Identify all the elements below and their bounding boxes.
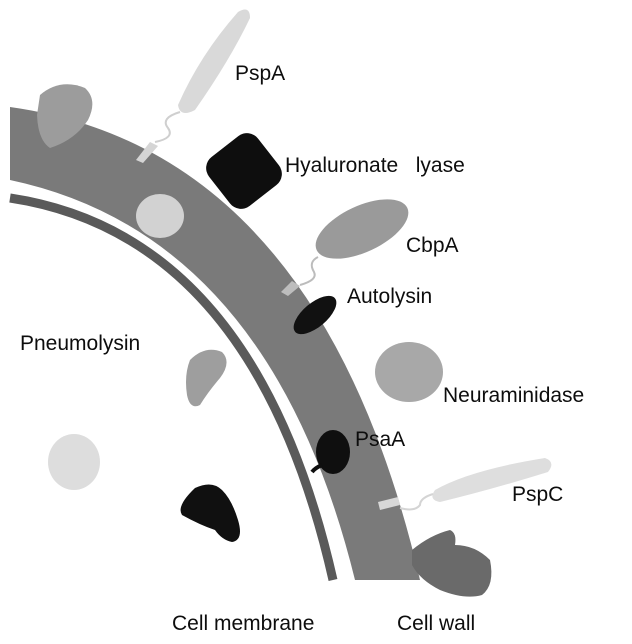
label-cbpa: CbpA <box>406 234 459 257</box>
pneumolysin-protein <box>186 349 227 407</box>
label-cell-wall: Cell wall <box>397 612 475 635</box>
psaa-protein <box>310 430 350 474</box>
pspa-anchor <box>136 142 158 163</box>
cbpa-anchor <box>281 281 300 296</box>
pspc-body <box>432 458 552 502</box>
protein-light-blob-left <box>48 434 100 490</box>
cbpa-protein <box>281 199 409 296</box>
pspc-protein <box>378 458 552 511</box>
label-psaa: PsaA <box>355 428 405 451</box>
pspa-tether <box>154 111 181 143</box>
pspc-tether <box>399 493 434 511</box>
protein-blob-topleft <box>37 84 93 148</box>
cell-wall-band <box>10 107 420 580</box>
protein-light-blob-inner <box>136 194 184 238</box>
label-hyaluronate-lyase: Hyaluronate lyase <box>285 154 465 177</box>
cell-membrane-arc <box>9 193 338 581</box>
protein-dark-blob <box>180 484 240 542</box>
pspa-protein <box>136 9 250 163</box>
psaa-tail <box>310 463 323 474</box>
label-autolysin: Autolysin <box>347 285 432 308</box>
label-pspa: PspA <box>235 62 285 85</box>
neuraminidase-protein <box>375 342 443 402</box>
label-pneumolysin: Pneumolysin <box>20 332 140 355</box>
pspa-body <box>178 9 250 114</box>
label-cell-membrane: Cell membrane <box>172 612 314 635</box>
cbpa-tether <box>299 256 319 286</box>
cbpa-body <box>315 199 409 259</box>
label-neuraminidase: Neuraminidase <box>443 384 584 407</box>
label-pspc: PspC <box>512 483 563 506</box>
protein-darkgray-blob <box>412 530 492 597</box>
psaa-body <box>316 430 350 474</box>
hyaluronate-lyase-protein <box>206 133 282 209</box>
pspc-anchor <box>378 497 400 510</box>
autolysin-protein <box>293 295 337 335</box>
